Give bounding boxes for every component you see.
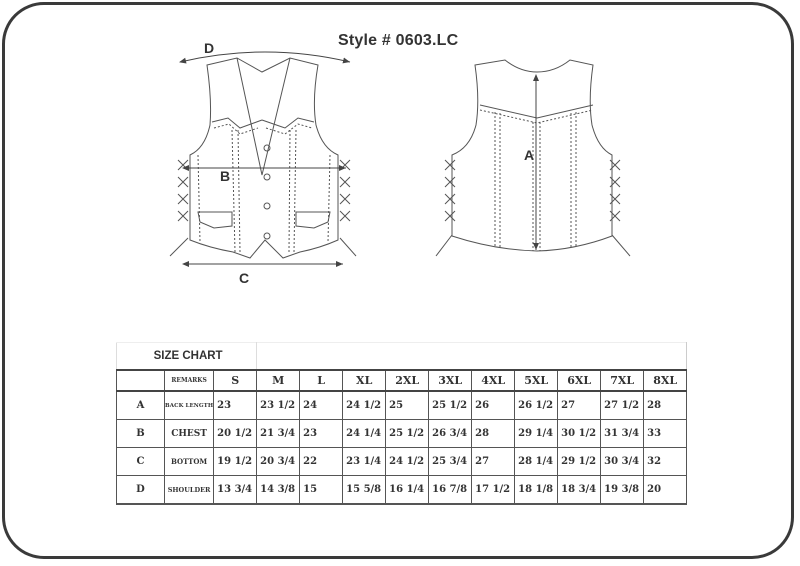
size-header: 7XL [600,369,645,392]
cell: 29 1/2 [557,447,602,476]
cell: 24 1/2 [342,390,387,420]
cell: 29 1/4 [514,419,559,448]
row-remark: SHOULDER [163,475,215,505]
table-row: C BOTTOM 19 1/2 20 3/4 22 23 1/4 24 1/2 … [116,447,688,476]
cell: 20 3/4 [256,447,301,476]
cell: 22 [299,447,344,476]
cell: 23 [213,390,258,420]
size-header-row: REMARKS S M L XL 2XL 3XL 4XL 5XL 6XL 7XL… [116,369,688,392]
cell: 13 3/4 [213,475,258,505]
size-chart-table: SIZE CHART REMARKS S M L XL 2XL 3XL 4XL … [115,342,688,505]
remarks-header: REMARKS [163,369,215,392]
row-remark: BACK LENGTH [163,390,215,420]
cell: 28 1/4 [514,447,559,476]
cell: 28 [643,390,688,420]
row-key: A [116,390,165,420]
cell: 23 1/4 [342,447,387,476]
cell: 17 1/2 [471,475,516,505]
row-key: B [116,419,165,448]
size-header: XL [342,369,387,392]
size-header: 4XL [471,369,516,392]
table-row: A BACK LENGTH 23 23 1/2 24 24 1/2 25 25 … [116,390,688,420]
cell: 24 1/2 [385,447,430,476]
size-header: 6XL [557,369,602,392]
cell: 20 [643,475,688,505]
dimension-label-c: C [239,270,249,286]
cell: 25 1/2 [428,390,473,420]
dimension-label-b: B [220,168,230,184]
size-header: 3XL [428,369,473,392]
row-remark: CHEST [163,419,215,448]
size-header: S [213,369,258,392]
cell: 27 1/2 [600,390,645,420]
row-key: C [116,447,165,476]
cell: 31 3/4 [600,419,645,448]
cell: 25 [385,390,430,420]
cell: 24 [299,390,344,420]
cell: 19 3/8 [600,475,645,505]
cell: 26 1/2 [514,390,559,420]
cell: 20 1/2 [213,419,258,448]
vest-drawings: D B C A [169,40,631,286]
table-row: D SHOULDER 13 3/4 14 3/8 15 15 5/8 16 1/… [116,475,688,505]
cell: 23 1/2 [256,390,301,420]
size-header: M [256,369,301,392]
dimension-label-a: A [524,147,534,163]
cell: 33 [643,419,688,448]
cell: 26 [471,390,516,420]
cell: 27 [471,447,516,476]
cell: 24 1/4 [342,419,387,448]
cell: 26 3/4 [428,419,473,448]
cell: 32 [643,447,688,476]
size-header: L [299,369,344,392]
cell: 30 3/4 [600,447,645,476]
cell: 25 1/2 [385,419,430,448]
front-vest-drawing [169,57,357,259]
cell: 15 [299,475,344,505]
style-title: Style # 0603.LC [338,32,459,49]
cell: 27 [557,390,602,420]
cell: 14 3/8 [256,475,301,505]
cell: 18 1/8 [514,475,559,505]
row-key: D [116,475,165,505]
cell: 16 7/8 [428,475,473,505]
size-header: 2XL [385,369,430,392]
cell: 18 3/4 [557,475,602,505]
cell: 28 [471,419,516,448]
cell: 25 3/4 [428,447,473,476]
cell: 23 [299,419,344,448]
row-remark: BOTTOM [163,447,215,476]
cell: 30 1/2 [557,419,602,448]
dimension-label-d: D [204,40,214,56]
cell: 15 5/8 [342,475,387,505]
size-header: 8XL [643,369,688,392]
size-chart-title: SIZE CHART [115,342,258,370]
size-chart-title-row: SIZE CHART [115,342,688,370]
table-row: B CHEST 20 1/2 21 3/4 23 24 1/4 25 1/2 2… [116,419,688,448]
cell: 16 1/4 [385,475,430,505]
size-header: 5XL [514,369,559,392]
cell: 21 3/4 [256,419,301,448]
cell: 19 1/2 [213,447,258,476]
